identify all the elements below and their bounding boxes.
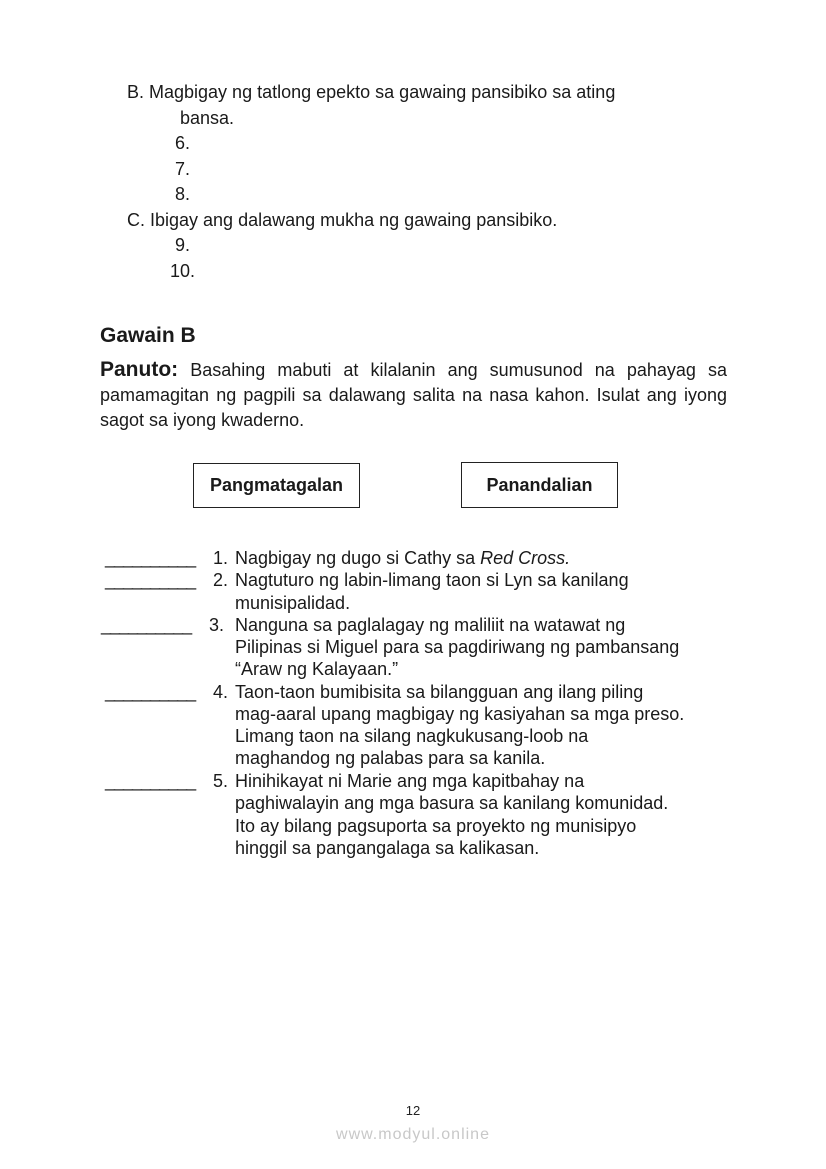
answer-blank[interactable]: __________ (105, 682, 196, 702)
answer-blank[interactable]: __________ (101, 615, 192, 635)
item-line: mag-aaral upang magbigay ng kasiyahan sa… (235, 704, 685, 724)
answer-item-8: 8. (175, 184, 191, 204)
section-c-prompt: C. Ibigay ang dalawang mukha ng gawaing … (127, 210, 558, 230)
item-line: Nanguna sa paglalagay ng maliliit na wat… (235, 615, 626, 635)
item-number: 5. (213, 771, 229, 791)
instructions-label: Panuto: (100, 358, 179, 381)
item-number: 4. (213, 682, 229, 702)
answer-item-9: 9. (175, 235, 191, 255)
item-line: Taon-taon bumibisita sa bilangguan ang i… (235, 682, 644, 702)
instructions: Panuto: Basahing mabuti at kilalanin ang… (100, 357, 727, 433)
answer-blank[interactable]: __________ (105, 570, 196, 590)
choice-label: Pangmatagalan (209, 475, 344, 495)
item-number: 2. (213, 570, 229, 590)
answer-item-6: 6. (175, 133, 191, 153)
answer-item-10: 10. (170, 261, 196, 281)
choice-box-pangmatagalan: Pangmatagalan (193, 463, 360, 508)
item-line: Ito ay bilang pagsuporta sa proyekto ng … (235, 816, 637, 836)
instructions-text: Basahing mabuti at kilalanin ang sumusun… (100, 360, 727, 430)
item-line: Pilipinas si Miguel para sa pagdiriwang … (235, 637, 680, 657)
item-line: munisipalidad. (235, 593, 351, 613)
item-line: maghandog ng palabas para sa kanila. (235, 748, 546, 768)
item-line: hinggil sa pangangalaga sa kalikasan. (235, 838, 540, 858)
choice-box-panandalian: Panandalian (461, 462, 618, 508)
item-number: 1. (213, 548, 229, 568)
item-line: Nagtuturo ng labin-limang taon si Lyn sa… (235, 570, 629, 590)
item-line: Limang taon na silang nagkukusang-loob n… (235, 726, 589, 746)
item-line: “Araw ng Kalayaan.” (235, 659, 399, 679)
gawain-b-title: Gawain B (100, 324, 196, 347)
item-line: Hinihikayat ni Marie ang mga kapitbahay … (235, 771, 585, 791)
item-line: paghiwalayin ang mga basura sa kanilang … (235, 793, 669, 813)
answer-item-7: 7. (175, 159, 191, 179)
watermark: www.modyul.online (336, 1126, 490, 1143)
answer-blank[interactable]: __________ (105, 771, 196, 791)
page-number: 12 (405, 1103, 421, 1118)
item-number: 3. (209, 615, 225, 635)
item-text: Nagbigay ng dugo si Cathy sa Red Cross. (235, 547, 570, 569)
section-b-prompt-line1: B. Magbigay ng tatlong epekto sa gawaing… (127, 82, 616, 102)
section-b-prompt-line2: bansa. (180, 108, 235, 128)
item-line: Nagbigay ng dugo si Cathy sa (235, 548, 481, 568)
answer-blank[interactable]: __________ (105, 548, 196, 568)
item-italic: Red Cross. (480, 548, 571, 568)
choice-label: Panandalian (486, 474, 593, 495)
